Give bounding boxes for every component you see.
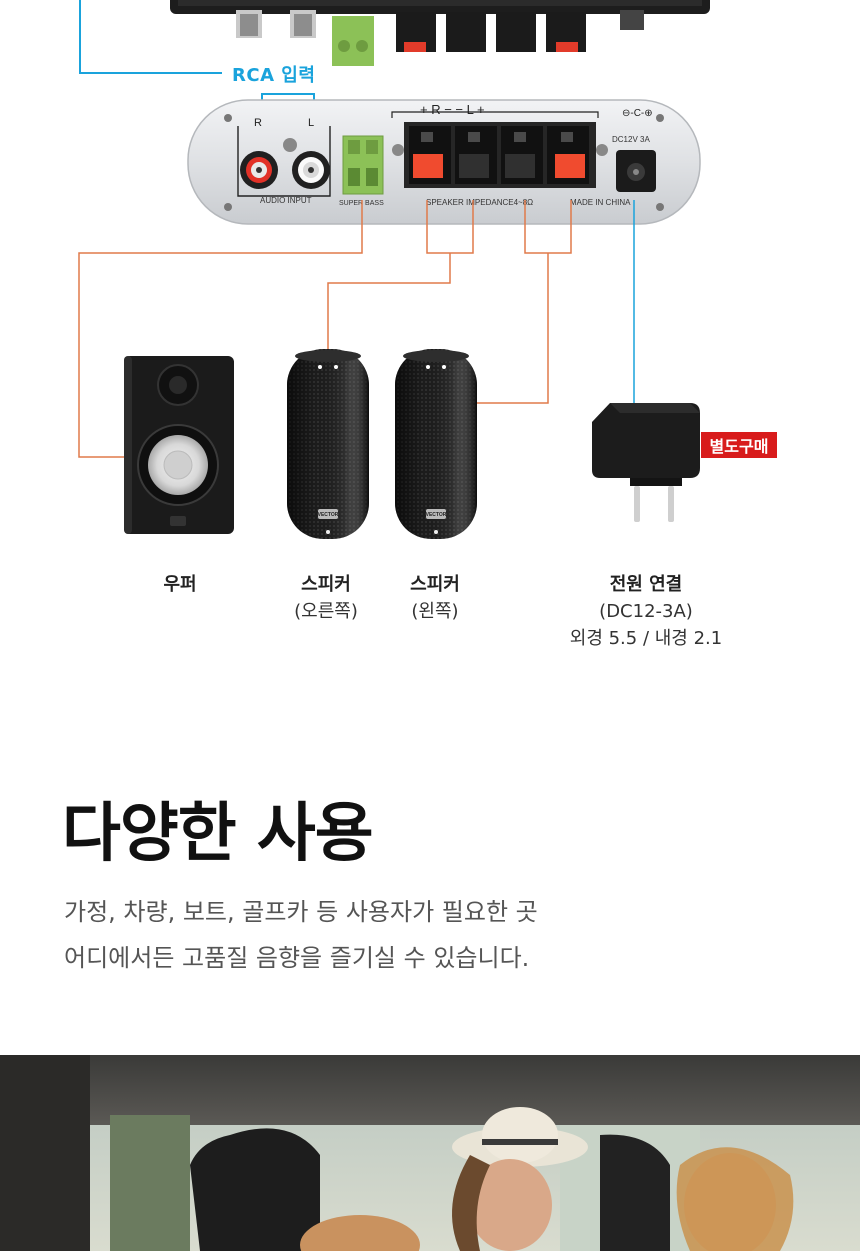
svg-text:MADE IN CHINA: MADE IN CHINA [570,198,631,207]
usage-description: 가정, 차량, 보트, 골프카 등 사용자가 필요한 곳 어디에서든 고품질 음… [64,889,538,981]
caption-right-speaker: 스피커 (오른쪽) [271,571,381,625]
caption-power-spec: (DC12-3A) [599,601,693,622]
speaker-wiring [78,200,572,458]
svg-text:R: R [254,117,262,129]
diagram-graphics: R L AUDIO INPUT SUPER BASS + R − − L + [78,0,710,539]
rca-input-label: RCA 입력 [232,65,316,86]
right-speaker-brand: VECTOR [318,512,339,518]
car-photo-illustration [0,1055,860,1251]
svg-text:SPEAKER IMPEDANCE4~8Ω: SPEAKER IMPEDANCE4~8Ω [426,198,533,207]
svg-text:AUDIO INPUT: AUDIO INPUT [260,196,312,205]
car-usage-photo [0,1055,860,1251]
svg-text:⊖-C-⊕: ⊖-C-⊕ [622,108,653,119]
right-speaker-image [287,349,369,539]
svg-text:+ R − − L +: + R − − L + [420,102,485,117]
connection-diagram: R L AUDIO INPUT SUPER BASS + R − − L + [78,0,777,652]
woofer-image [124,356,234,534]
caption-power-title: 전원 연결 [609,574,683,595]
caption-power-dimensions: 외경 5.5 / 내경 2.1 [569,628,723,649]
caption-power: 전원 연결 (DC12-3A) 외경 5.5 / 내경 2.1 [546,571,746,652]
svg-text:L: L [308,117,314,129]
caption-woofer: 우퍼 [130,571,230,598]
power-adapter-image [592,403,700,522]
left-speaker-brand: VECTOR [426,512,447,518]
caption-right-speaker-sub: (오른쪽) [294,601,358,622]
caption-woofer-title: 우퍼 [163,574,197,595]
left-speaker-image [395,349,477,539]
amp-panel: R L AUDIO INPUT SUPER BASS + R − − L + [187,99,701,225]
amp-top-view [170,0,710,66]
caption-left-speaker-title: 스피커 [410,574,460,595]
svg-text:DC12V 3A: DC12V 3A [612,135,650,144]
usage-description-line1: 가정, 차량, 보트, 골프카 등 사용자가 필요한 곳 [64,898,538,926]
caption-left-speaker-sub: (왼쪽) [411,601,459,622]
separate-purchase-badge: 별도구매 [701,432,777,458]
caption-left-speaker: 스피커 (왼쪽) [380,571,490,625]
usage-description-line2: 어디에서든 고품질 음향을 즐기실 수 있습니다. [64,944,530,972]
caption-right-speaker-title: 스피커 [301,574,351,595]
usage-section-title: 다양한 사용 [62,797,374,871]
